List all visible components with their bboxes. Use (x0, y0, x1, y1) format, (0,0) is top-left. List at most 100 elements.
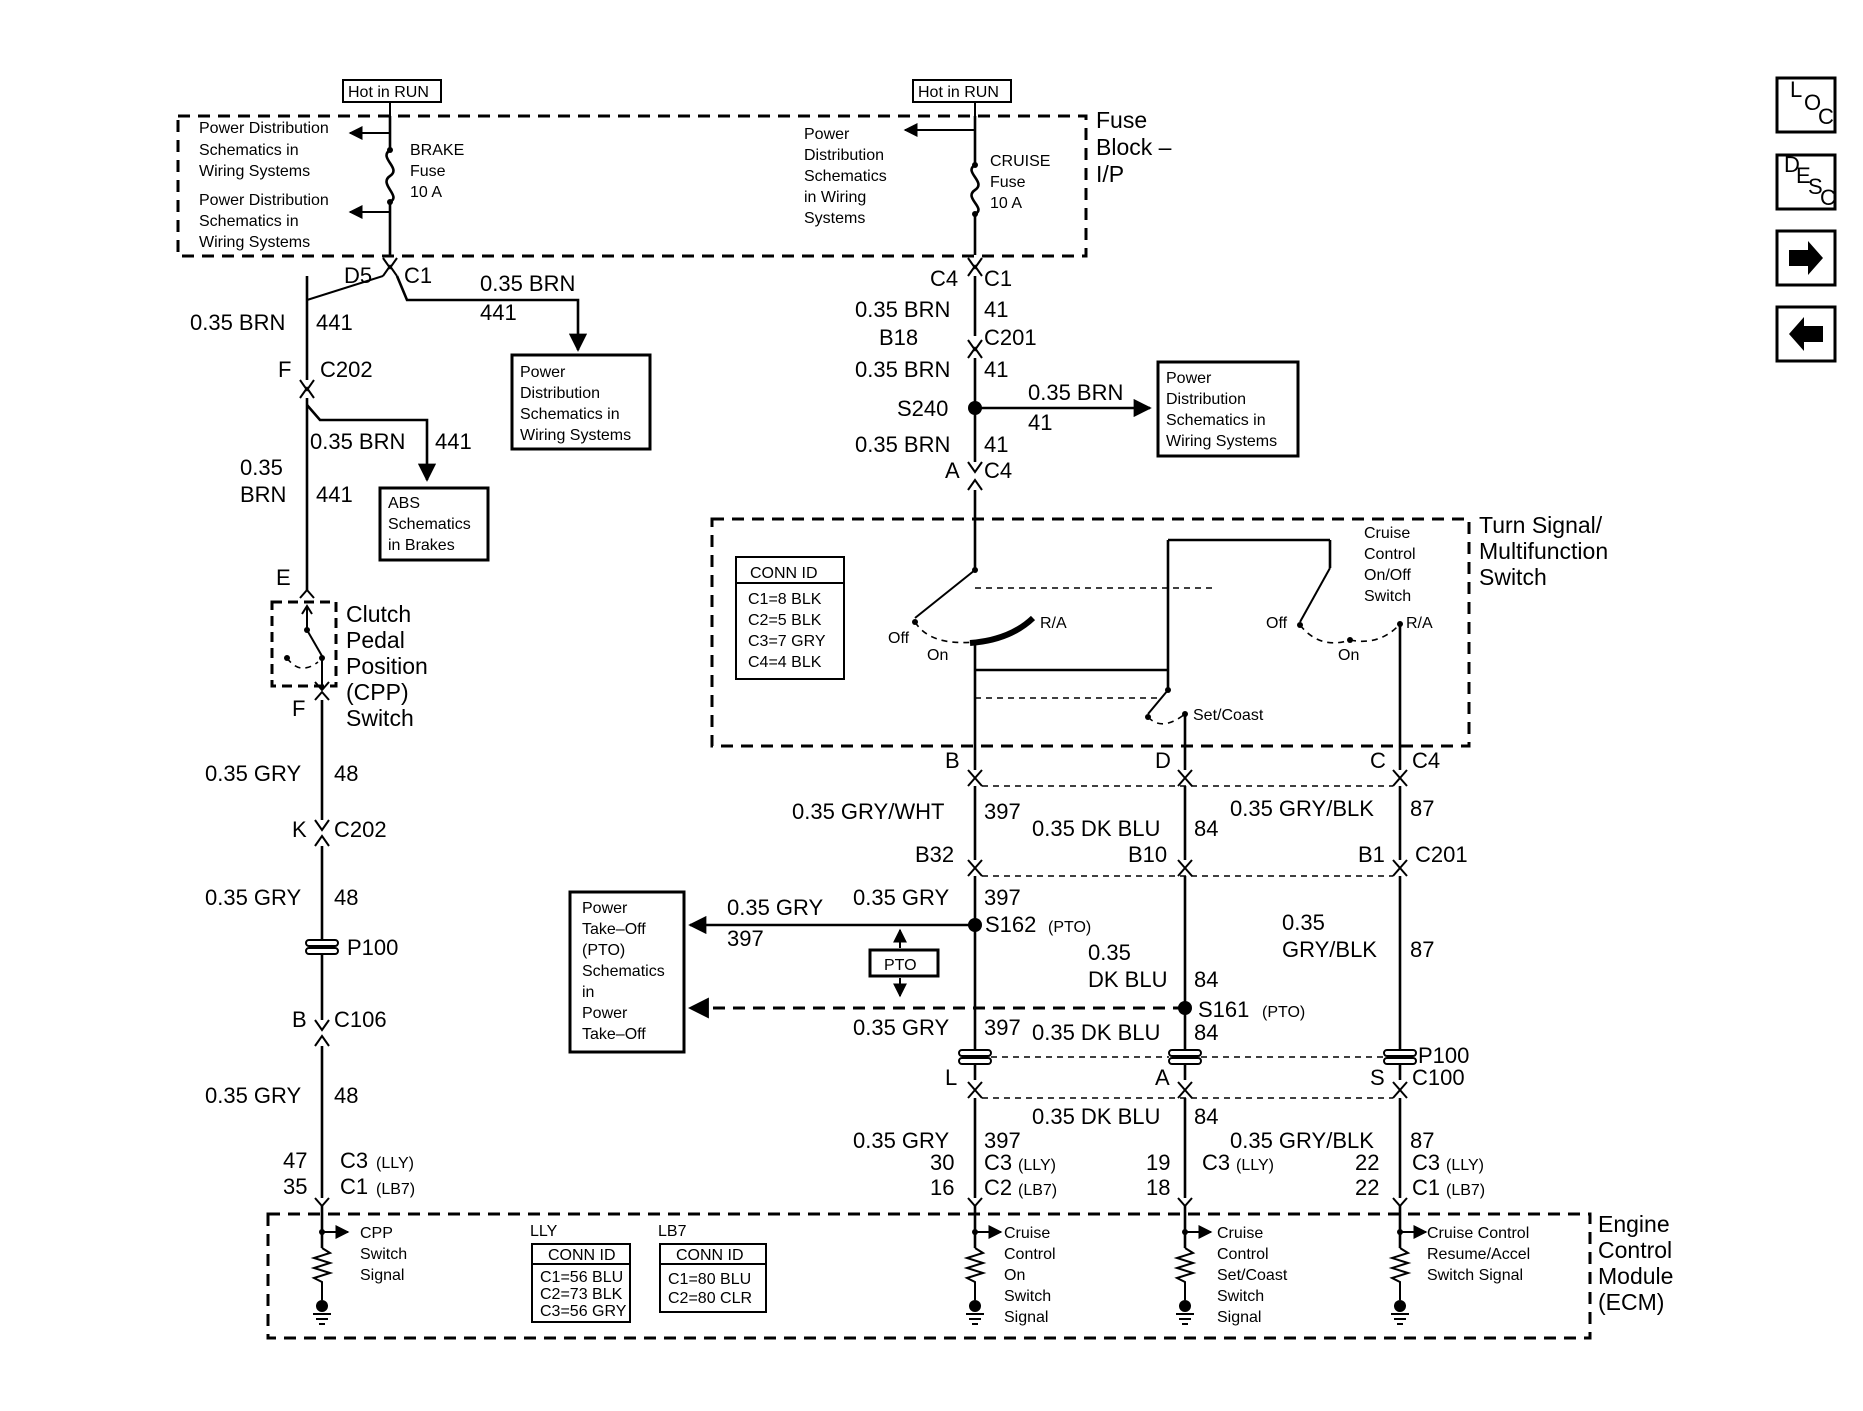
svg-text:(LLY): (LLY) (1018, 1157, 1056, 1174)
svg-text:0.35: 0.35 (1088, 940, 1131, 965)
svg-text:441: 441 (316, 482, 353, 507)
svg-text:Schematics in: Schematics in (199, 142, 299, 159)
next-page-button[interactable] (1775, 229, 1837, 287)
svg-text:0.35 GRY: 0.35 GRY (205, 885, 302, 910)
svg-text:C: C (1820, 185, 1836, 210)
turn-signal-multifunction-switch: Turn Signal/ Multifunction Switch CONN I… (710, 512, 1608, 773)
svg-text:0.35 GRY/WHT: 0.35 GRY/WHT (792, 799, 944, 824)
svg-text:Distribution: Distribution (804, 147, 884, 164)
fuse-block-title: Fuse (1096, 107, 1147, 133)
svg-text:0.35 DK BLU: 0.35 DK BLU (1032, 1020, 1160, 1045)
svg-text:P100: P100 (1418, 1043, 1469, 1068)
svg-text:35: 35 (283, 1174, 307, 1199)
svg-text:O: O (1804, 90, 1821, 115)
svg-text:47: 47 (283, 1148, 307, 1173)
svg-text:0.35 BRN: 0.35 BRN (310, 429, 405, 454)
svg-text:0.35 GRY: 0.35 GRY (853, 885, 950, 910)
svg-text:C1=56 BLU: C1=56 BLU (540, 1269, 623, 1286)
svg-text:B18: B18 (879, 325, 918, 350)
svg-text:Power Distribution: Power Distribution (199, 192, 329, 209)
svg-text:Distribution: Distribution (1166, 391, 1246, 408)
svg-text:0.35 BRN: 0.35 BRN (190, 310, 285, 335)
svg-text:C1: C1 (984, 266, 1012, 291)
svg-text:Cruise: Cruise (1004, 1225, 1050, 1242)
svg-text:48: 48 (334, 1083, 358, 1108)
svg-text:S: S (1808, 174, 1823, 199)
svg-text:C: C (1370, 748, 1386, 773)
svg-text:S240: S240 (897, 396, 948, 421)
svg-text:0.35 GRY/BLK: 0.35 GRY/BLK (1230, 796, 1374, 821)
svg-text:ABS: ABS (388, 495, 420, 512)
svg-text:C2=5 BLK: C2=5 BLK (748, 612, 822, 629)
svg-text:Fuse: Fuse (990, 174, 1026, 191)
svg-text:C201: C201 (1415, 842, 1468, 867)
svg-text:Switch: Switch (1217, 1288, 1264, 1305)
svg-text:0.35 GRY: 0.35 GRY (205, 761, 302, 786)
svg-text:Power: Power (1166, 370, 1212, 387)
svg-text:D: D (1784, 152, 1800, 177)
svg-text:Wiring Systems: Wiring Systems (199, 234, 310, 251)
svg-text:Set/Coast: Set/Coast (1217, 1267, 1288, 1284)
svg-text:Module: Module (1598, 1263, 1673, 1289)
svg-text:I/P: I/P (1096, 161, 1124, 187)
svg-text:BRN: BRN (240, 482, 286, 507)
svg-text:Schematics in: Schematics in (1166, 412, 1266, 429)
svg-text:41: 41 (1028, 410, 1052, 435)
svg-text:C1=8 BLK: C1=8 BLK (748, 591, 822, 608)
svg-text:397: 397 (984, 1128, 1021, 1153)
svg-text:(LB7): (LB7) (1018, 1182, 1057, 1199)
svg-text:in: in (582, 984, 594, 1001)
svg-text:Schematics: Schematics (582, 963, 665, 980)
engine-control-module: Engine Control Module (ECM) CPP Switch S… (266, 1206, 1673, 1340)
svg-text:E: E (1796, 163, 1811, 188)
svg-text:Power: Power (520, 364, 566, 381)
svg-text:PTO: PTO (884, 957, 917, 974)
svg-text:C202: C202 (334, 817, 387, 842)
left-arrow-icon (1789, 317, 1823, 351)
svg-text:On: On (927, 647, 948, 664)
svg-text:CONN ID: CONN ID (548, 1247, 616, 1264)
svg-text:(LLY): (LLY) (376, 1155, 414, 1172)
svg-text:0.35 GRY/BLK: 0.35 GRY/BLK (1230, 1128, 1374, 1153)
svg-text:0.35 GRY: 0.35 GRY (853, 1128, 950, 1153)
svg-text:Control: Control (1004, 1246, 1056, 1263)
svg-text:C3: C3 (340, 1148, 368, 1173)
svg-text:C202: C202 (320, 357, 373, 382)
svg-text:Multifunction: Multifunction (1479, 538, 1608, 564)
svg-text:R/A: R/A (1406, 615, 1433, 632)
svg-text:Schematics: Schematics (388, 516, 471, 533)
svg-text:0.35 BRN: 0.35 BRN (480, 271, 575, 296)
svg-text:41: 41 (984, 297, 1008, 322)
svg-text:Resume/Accel: Resume/Accel (1427, 1246, 1530, 1263)
set-coast-input-symbol (1173, 1206, 1213, 1325)
signal-wires: 0.35 GRY/WHT 397 0.35 DK BLU 84 0.35 GRY… (568, 769, 1485, 1208)
svg-text:(LB7): (LB7) (1446, 1182, 1485, 1199)
svg-text:Control: Control (1598, 1237, 1672, 1263)
svg-text:22: 22 (1355, 1150, 1379, 1175)
svg-text:CONN ID: CONN ID (750, 565, 818, 582)
svg-text:C3: C3 (984, 1150, 1012, 1175)
cruise-feed-circuit: C4 C1 0.35 BRN 41 B18 C201 0.35 BRN 41 S… (855, 257, 1300, 570)
svg-text:D: D (1155, 748, 1171, 773)
svg-text:0.35: 0.35 (240, 455, 283, 480)
svg-text:K: K (292, 817, 307, 842)
svg-text:84: 84 (1194, 967, 1218, 992)
svg-text:B32: B32 (915, 842, 954, 867)
svg-text:CPP: CPP (360, 1225, 393, 1242)
svg-text:0.35 GRY: 0.35 GRY (205, 1083, 302, 1108)
svg-text:(PTO): (PTO) (1262, 1004, 1305, 1021)
loc-button[interactable]: L O C (1775, 76, 1837, 134)
svg-text:B: B (945, 748, 960, 773)
svg-text:84: 84 (1194, 1104, 1218, 1129)
s161-splice: S161 (1198, 997, 1249, 1022)
svg-text:0.35 DK BLU: 0.35 DK BLU (1032, 1104, 1160, 1129)
prev-page-button[interactable] (1775, 305, 1837, 363)
svg-text:Switch: Switch (1479, 564, 1547, 590)
svg-text:441: 441 (480, 300, 517, 325)
svg-text:C4: C4 (1412, 748, 1440, 773)
svg-text:C3=56 GRY: C3=56 GRY (540, 1303, 627, 1320)
desc-button[interactable]: D E S C (1775, 152, 1837, 211)
svg-text:84: 84 (1194, 1020, 1218, 1045)
svg-text:C3: C3 (1202, 1150, 1230, 1175)
